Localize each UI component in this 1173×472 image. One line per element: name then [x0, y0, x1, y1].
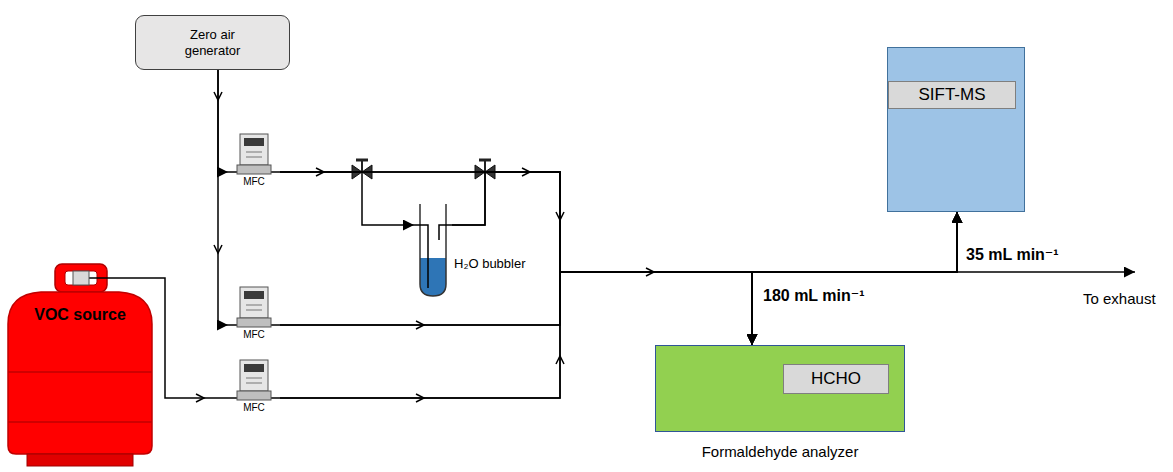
- flow-chevrons: [196, 92, 654, 402]
- node-label: MFC: [218, 176, 290, 188]
- cylinder-seam: [8, 421, 152, 423]
- mfc-base: [237, 318, 271, 327]
- instrument-box: SIFT-MS: [887, 47, 1025, 212]
- mfc-body: [240, 134, 268, 165]
- instrument-name: HCHO: [783, 364, 889, 394]
- mfc-detail: [246, 378, 262, 379]
- mass-flow-controller: MFC: [228, 130, 280, 194]
- node-label: Formaldehyde analyzer: [596, 443, 964, 460]
- flow-line: [280, 172, 414, 225]
- bubbler-drawing: [414, 196, 452, 300]
- node-label: Zero air generator: [165, 27, 261, 58]
- mfc-base: [237, 165, 271, 174]
- flow-line: [280, 272, 752, 345]
- flow-rate-label: 180 mL min⁻¹: [763, 286, 865, 305]
- mass-flow-controller: MFC: [228, 283, 280, 347]
- valve-stem: [484, 160, 486, 172]
- flow-line: [280, 212, 957, 325]
- mfc-display: [244, 138, 264, 146]
- mfc-detail: [246, 157, 262, 158]
- flow-rate-label: 35 mL min⁻¹: [966, 245, 1059, 264]
- mfc-detail: [246, 383, 262, 384]
- generator-box: Zero air generator: [135, 15, 290, 70]
- cylinder-drawing: [5, 262, 155, 467]
- instrument-box: HCHOFormaldehyde analyzer: [655, 345, 905, 432]
- bubbler-inlet: [414, 225, 428, 288]
- flow-line: [452, 172, 957, 272]
- mfc-detail: [246, 152, 262, 153]
- flow-line: [155, 278, 228, 398]
- outlet-label: To exhaust: [1083, 290, 1156, 307]
- valve-stem: [361, 160, 363, 172]
- water-bubbler: H₂O bubbler: [414, 196, 452, 300]
- mfc-base: [237, 391, 271, 400]
- flow-line: [218, 70, 228, 172]
- mfc-display: [244, 291, 264, 299]
- instrument-name: SIFT-MS: [888, 81, 1016, 109]
- flow-line: [280, 172, 957, 272]
- bubbler-outlet: [439, 225, 452, 240]
- flow-line: [280, 172, 752, 345]
- node-label: VOC source: [5, 306, 155, 324]
- valve-handle: [479, 159, 491, 162]
- cylinder-outlet-pipe: [89, 277, 155, 279]
- cylinder-valve: [73, 271, 89, 285]
- flow-line: [218, 70, 228, 325]
- node-label: H₂O bubbler: [454, 256, 526, 271]
- node-label: MFC: [218, 329, 290, 341]
- bubbler-water: [420, 258, 446, 296]
- valve-handle: [356, 159, 368, 162]
- mfc-detail: [246, 310, 262, 311]
- mfc-body: [240, 360, 268, 391]
- node-label: MFC: [218, 402, 290, 414]
- cylinder-seam: [8, 371, 152, 373]
- bubbler-tube: [420, 204, 446, 296]
- exhaust-line: [957, 271, 1135, 273]
- cylinder-foot: [27, 454, 133, 466]
- flow-line: [452, 172, 752, 345]
- mfc-detail: [246, 305, 262, 306]
- flow-line: [280, 212, 957, 398]
- gas-cylinder: VOC source: [5, 262, 155, 467]
- mfc-display: [244, 364, 264, 372]
- mfc-body: [240, 287, 268, 318]
- mass-flow-controller: MFC: [228, 356, 280, 420]
